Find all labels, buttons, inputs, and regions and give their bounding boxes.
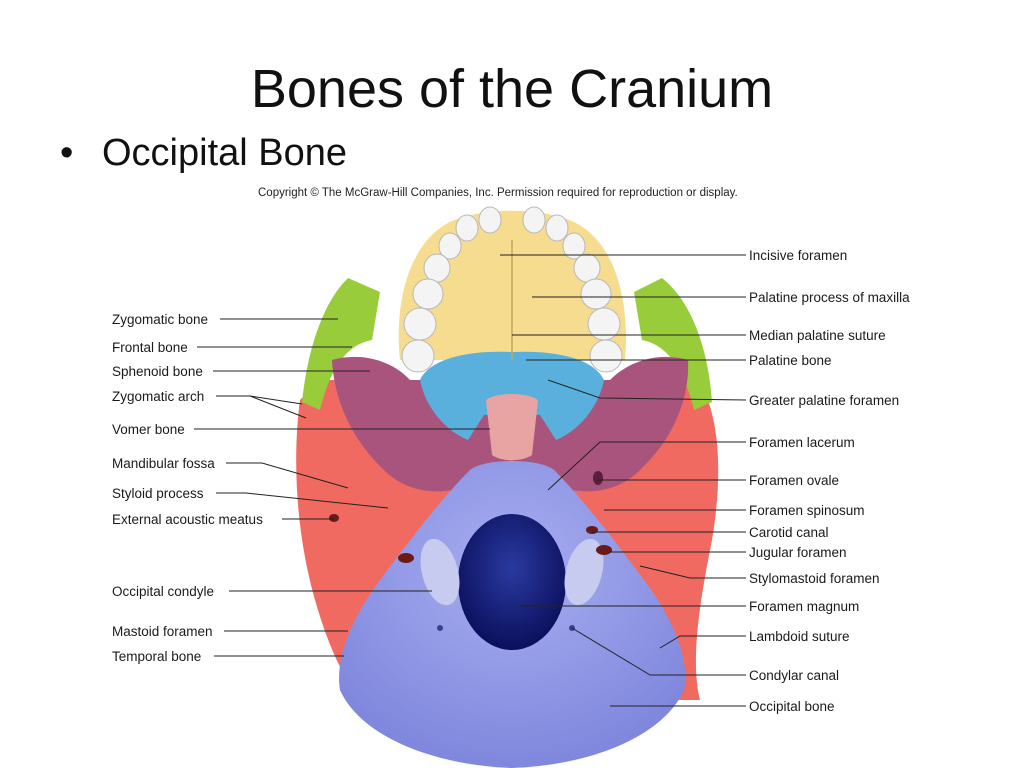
label-stylomastoid-foramen: Stylomastoid foramen	[749, 571, 880, 586]
label-palatine-process-of-maxilla: Palatine process of maxilla	[749, 290, 910, 305]
label-incisive-foramen: Incisive foramen	[749, 248, 847, 263]
label-foramen-spinosum: Foramen spinosum	[749, 503, 865, 518]
occipital-condyle-left-shape	[420, 538, 460, 606]
external-acoustic-meatus-mark	[329, 514, 339, 522]
teeth-left	[401, 206, 502, 373]
label-foramen-ovale: Foramen ovale	[749, 473, 839, 488]
bullet-dot: •	[60, 132, 74, 174]
leader-lines-right	[500, 254, 747, 707]
label-carotid-canal: Carotid canal	[749, 525, 829, 540]
foramen-magnum-shape	[458, 514, 566, 650]
label-foramen-lacerum: Foramen lacerum	[749, 435, 855, 450]
label-lambdoid-suture: Lambdoid suture	[749, 629, 850, 644]
label-mandibular-fossa: Mandibular fossa	[112, 456, 215, 471]
leader-lines-left	[194, 318, 490, 657]
label-mastoid-foramen: Mastoid foramen	[112, 624, 213, 639]
label-sphenoid-bone: Sphenoid bone	[112, 364, 203, 379]
label-foramen-magnum: Foramen magnum	[749, 599, 859, 614]
label-zygomatic-bone: Zygomatic bone	[112, 312, 208, 327]
bullet-text: Occipital Bone	[102, 132, 348, 174]
occipital-condyle-right-shape	[564, 538, 604, 606]
label-median-palatine-suture: Median palatine suture	[749, 328, 886, 343]
label-condylar-canal: Condylar canal	[749, 668, 839, 683]
labels-right: Incisive foramen Palatine process of max…	[749, 248, 910, 714]
label-styloid-process: Styloid process	[112, 486, 204, 501]
condylar-canal-mark-left	[437, 625, 443, 631]
zygomatic-bone-left-shape	[302, 278, 380, 410]
label-vomer-bone: Vomer bone	[112, 422, 185, 437]
labels-left: Zygomatic bone Frontal bone Sphenoid bon…	[112, 312, 263, 664]
foramen-ovale-mark	[593, 471, 603, 485]
label-occipital-bone: Occipital bone	[749, 699, 835, 714]
label-external-acoustic-meatus: External acoustic meatus	[112, 512, 263, 527]
carotid-canal-mark	[586, 526, 598, 534]
label-palatine-bone: Palatine bone	[749, 353, 832, 368]
slide-title: Bones of the Cranium	[250, 59, 774, 119]
label-temporal-bone: Temporal bone	[112, 649, 201, 664]
label-frontal-bone: Frontal bone	[112, 340, 188, 355]
vomer-bone-shape	[486, 394, 538, 461]
teeth-right	[522, 206, 623, 373]
label-greater-palatine-foramen: Greater palatine foramen	[749, 393, 899, 408]
label-zygomatic-arch: Zygomatic arch	[112, 389, 204, 404]
zygomatic-bone-right-shape	[634, 278, 712, 410]
jugular-foramen-mark-right	[596, 545, 612, 555]
jugular-foramen-mark	[398, 553, 414, 563]
label-jugular-foramen: Jugular foramen	[749, 545, 847, 560]
copyright-notice: Copyright © The McGraw-Hill Companies, I…	[258, 187, 738, 199]
label-occipital-condyle: Occipital condyle	[112, 584, 214, 599]
